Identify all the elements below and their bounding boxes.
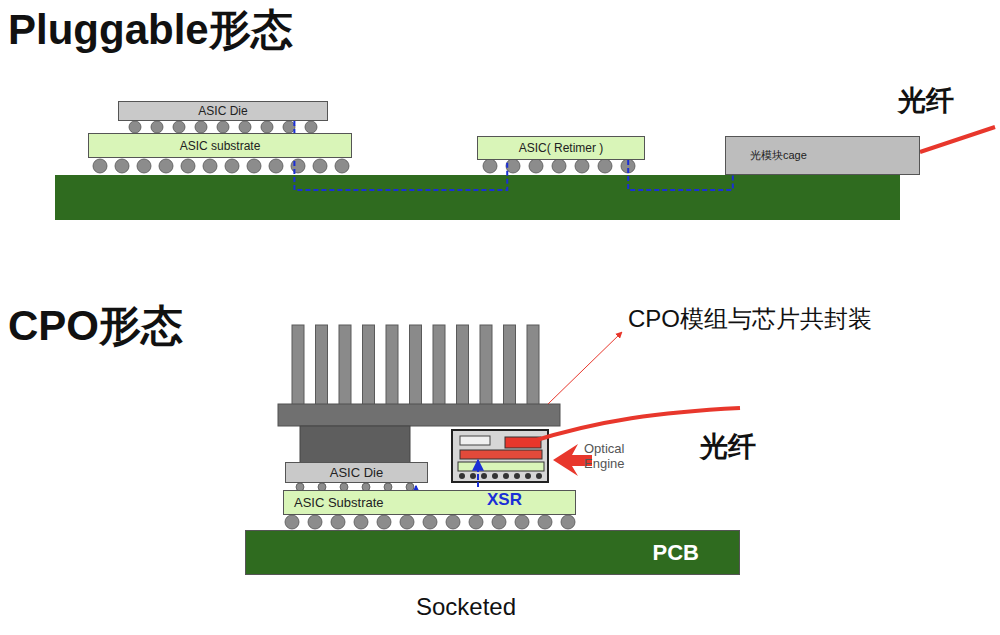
substrate-box: ASIC substrate <box>88 133 352 158</box>
heat-spreader <box>300 426 410 463</box>
pcb-box: PCB <box>245 530 740 575</box>
fiber-label: 光纤 <box>898 82 954 120</box>
section-title: CPO形态 <box>8 298 183 354</box>
box-text: ASIC Die <box>330 465 383 480</box>
box-text: PCB <box>653 540 699 566</box>
fiber-label: 光纤 <box>700 428 756 466</box>
box-text: ASIC( Retimer ) <box>519 141 604 155</box>
cage-box: 光模块cage <box>725 136 920 175</box>
diagram-title: Pluggable形态 <box>8 2 293 58</box>
optical-engine <box>452 430 548 482</box>
callout-note: CPO模组与芯片共封装 <box>628 303 872 335</box>
part-label: Optical Engine <box>584 442 636 472</box>
leader-line <box>548 332 622 404</box>
signal-label: XSR <box>487 490 522 510</box>
xsr-path <box>477 460 479 480</box>
signal-path <box>628 160 733 190</box>
caption-note: Socketed <box>416 593 516 621</box>
box-text: ASIC substrate <box>180 139 261 153</box>
heatsink-base <box>278 404 560 426</box>
fiber <box>920 127 995 152</box>
substrate-box: ASIC Substrate <box>283 490 576 515</box>
heatsink-fins <box>292 325 539 405</box>
die-box: ASIC Die <box>285 462 428 483</box>
box-text: ASIC Die <box>198 104 247 118</box>
box-text: 光模块cage <box>750 148 807 163</box>
box-text: ASIC Substrate <box>294 495 384 510</box>
retimer-box: ASIC( Retimer ) <box>477 136 645 160</box>
pcb-board <box>55 175 900 220</box>
die-box: ASIC Die <box>118 101 328 121</box>
